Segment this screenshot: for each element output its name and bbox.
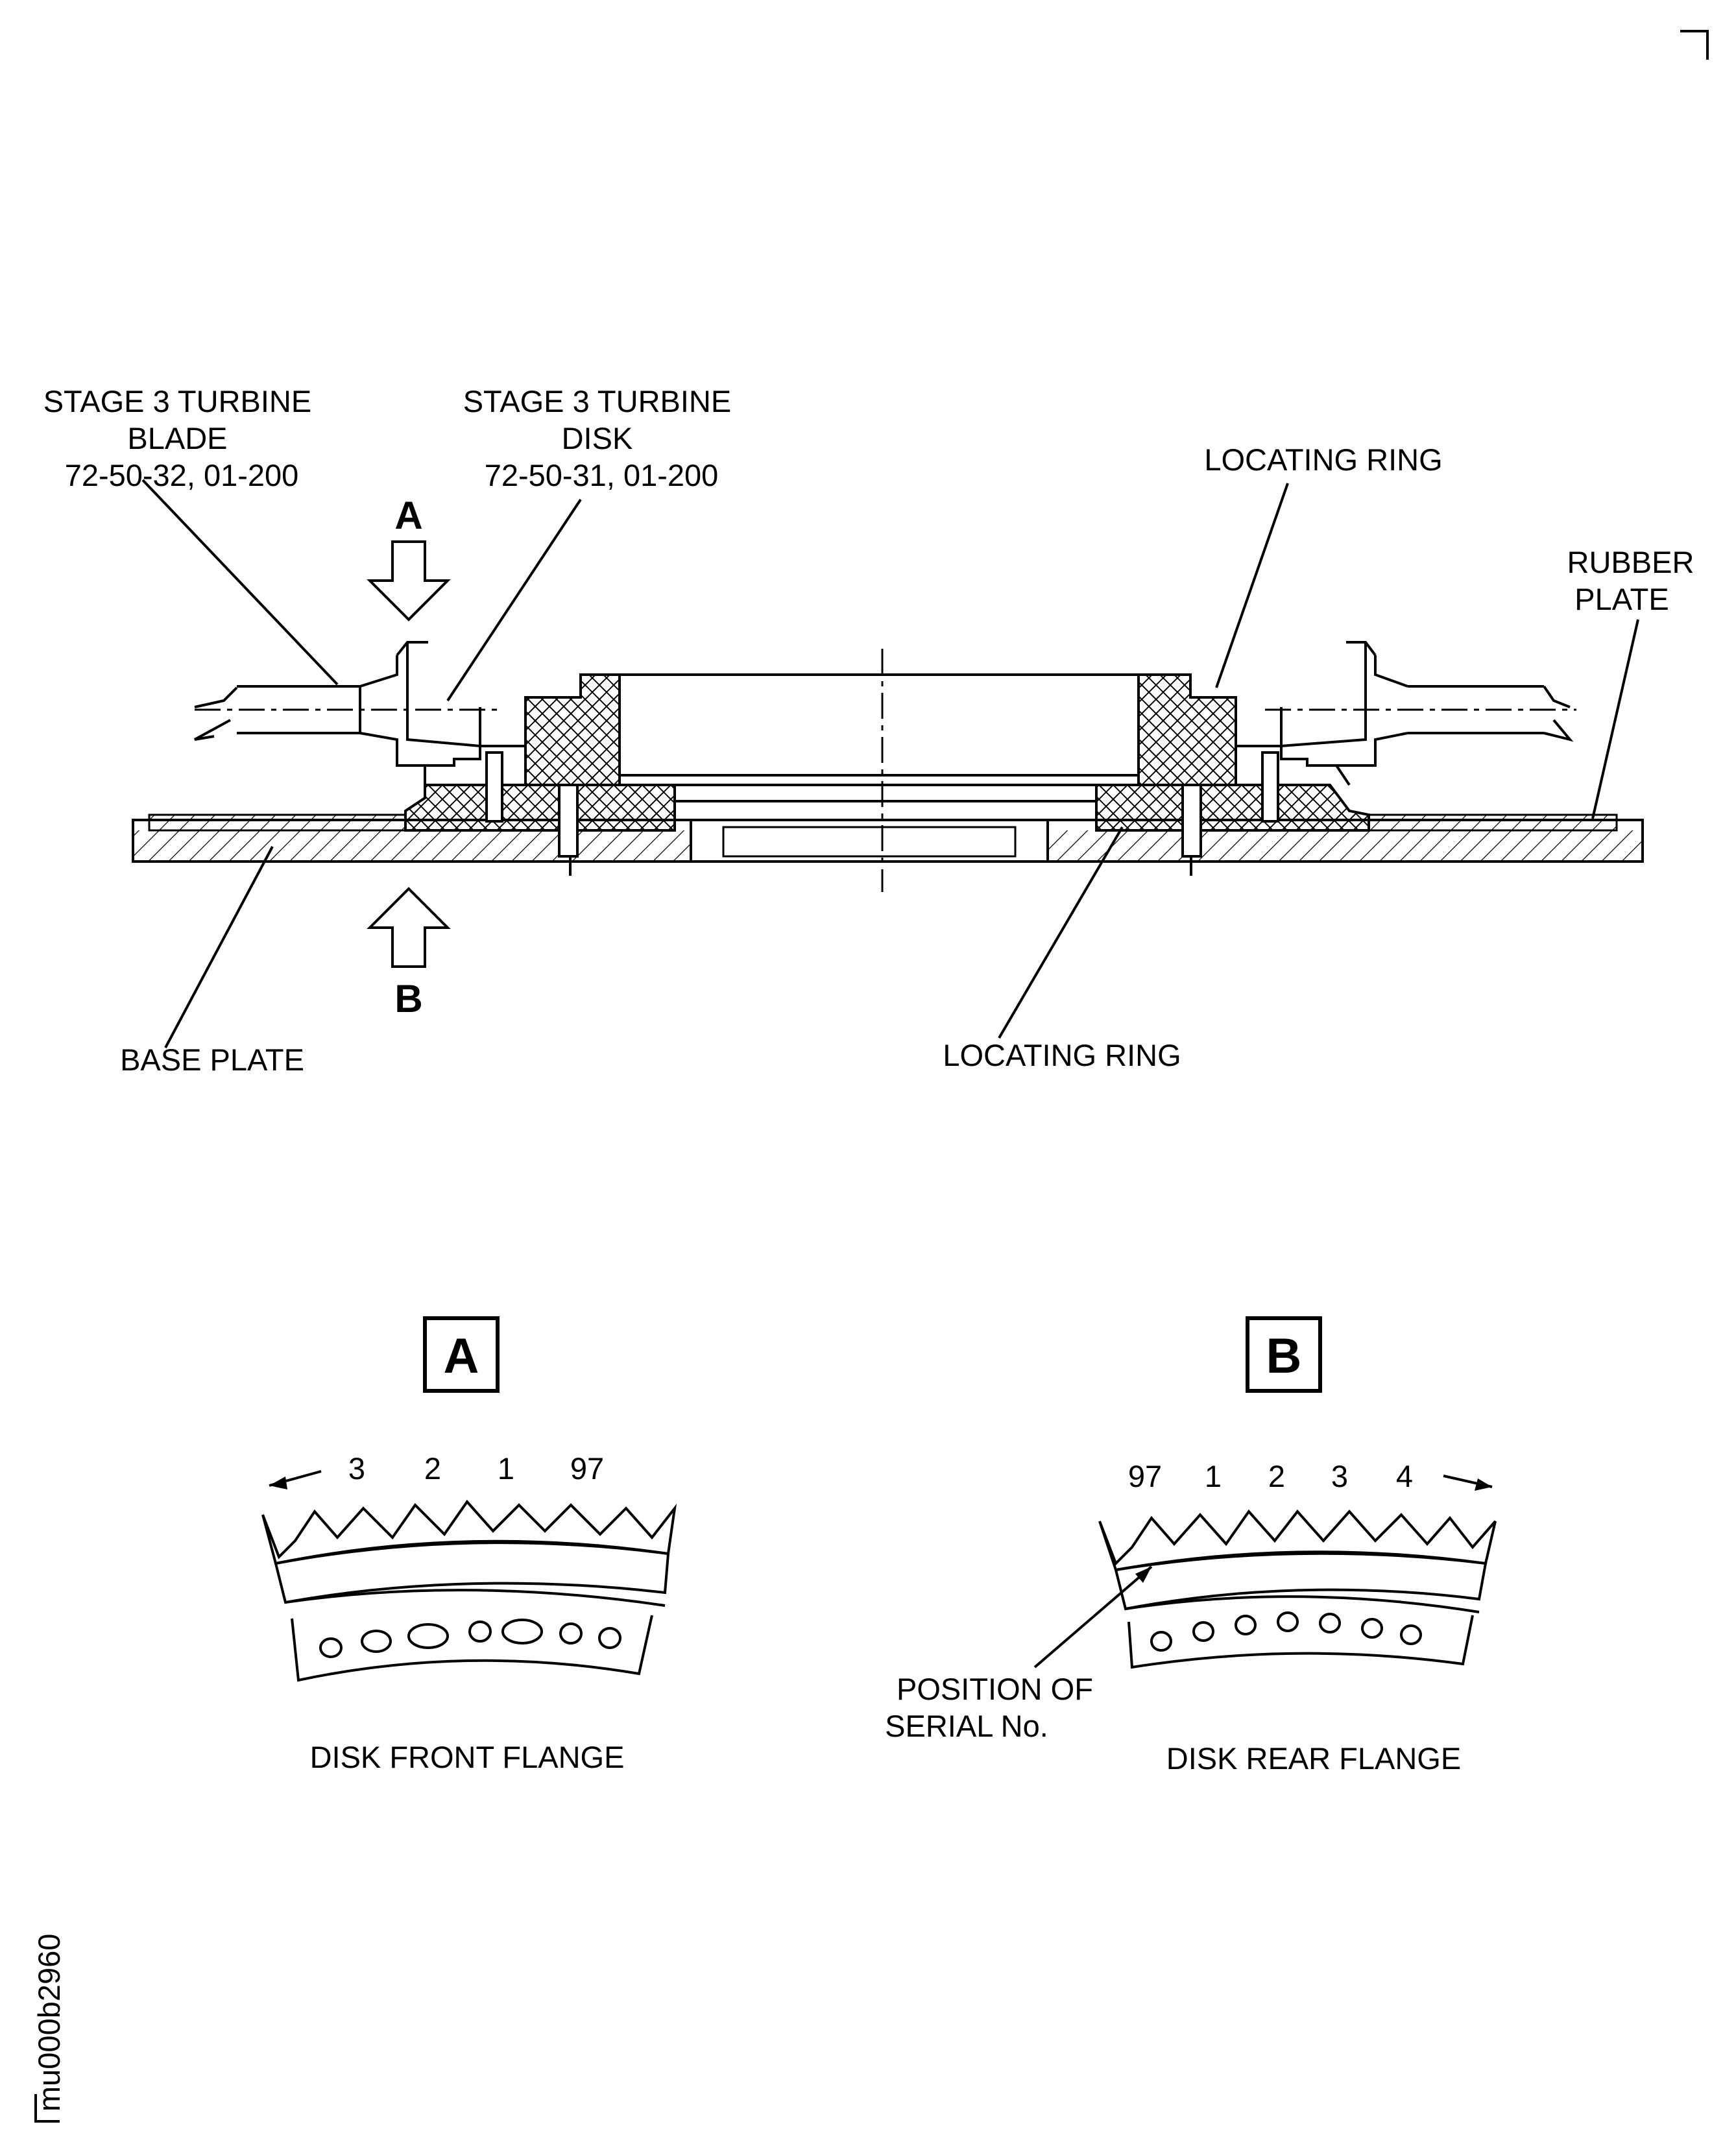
view-a-number: 2 — [424, 1451, 441, 1486]
view-arrow-a — [367, 540, 451, 621]
view-arrow-b — [367, 887, 451, 968]
disk-rim-right — [1236, 745, 1351, 786]
bolts — [485, 751, 1279, 876]
view-b-title: B — [1266, 1329, 1302, 1384]
view-b-number: 3 — [1331, 1459, 1348, 1493]
rubber-plate-right — [1368, 813, 1618, 832]
view-a-title: A — [444, 1329, 479, 1384]
serial-position-note: POSITION OF SERIAL No. — [885, 1672, 1102, 1743]
figure-id: mu000b2960 — [32, 1934, 66, 2112]
view-b-number: 4 — [1396, 1459, 1413, 1493]
view-a-number: 97 — [570, 1451, 604, 1486]
disk-rim-left — [424, 745, 525, 786]
view-b-title-box — [1246, 1316, 1322, 1393]
blade-left — [237, 641, 481, 767]
view-b-number: 97 — [1128, 1459, 1162, 1493]
view-b-number: 1 — [1205, 1459, 1222, 1493]
rear-flange-holes — [1150, 1611, 1422, 1652]
lower-locating-ring-right — [1095, 784, 1370, 832]
disk-label: STAGE 3 TURBINE DISK 72-50-31, 01-200 — [463, 384, 740, 492]
blade-label: STAGE 3 TURBINE BLADE 72-50-32, 01-200 — [43, 384, 320, 492]
view-a-number: 1 — [498, 1451, 514, 1486]
figure-id-bracket — [34, 2094, 60, 2123]
section-view: A B — [132, 479, 1644, 1048]
upper-locating-ring-left — [524, 673, 621, 786]
locating-ring-top-label: LOCATING RING — [1204, 442, 1442, 477]
disk-hub — [618, 673, 1140, 786]
view-b-numbers: 97 1 2 3 4 — [1128, 1459, 1413, 1493]
view-b-caption: DISK REAR FLANGE — [1166, 1741, 1461, 1776]
view-arrow-b-label: B — [394, 977, 422, 1020]
view-b: B 97 1 2 3 4 POSITION OF SERIAL — [885, 1316, 1497, 1776]
view-a-caption: DISK FRONT FLANGE — [310, 1740, 625, 1774]
view-b-number: 2 — [1268, 1459, 1285, 1493]
leader-lines — [141, 479, 1639, 1048]
rubber-plate-label: RUBBER PLATE — [1567, 545, 1703, 616]
upper-locating-ring-right — [1137, 673, 1237, 786]
disk-rear-flange — [1098, 1509, 1497, 1572]
front-flange-holes — [319, 1619, 621, 1658]
view-arrow-a-label: A — [394, 494, 422, 537]
rubber-plate-left — [148, 813, 407, 832]
view-a-number: 3 — [348, 1451, 365, 1486]
locating-ring-bottom-label: LOCATING RING — [943, 1038, 1181, 1072]
view-a: A 3 2 1 97 DISK FRONT FLANGE — [261, 1316, 677, 1774]
view-a-title-box — [423, 1316, 500, 1393]
serial-leader — [1033, 1565, 1153, 1669]
view-a-numbers: 3 2 1 97 — [348, 1451, 604, 1486]
corner-mark — [1680, 30, 1709, 60]
blade-right — [1280, 641, 1544, 767]
base-plate-label: BASE PLATE — [120, 1042, 304, 1077]
lower-locating-ring-left — [404, 784, 676, 832]
